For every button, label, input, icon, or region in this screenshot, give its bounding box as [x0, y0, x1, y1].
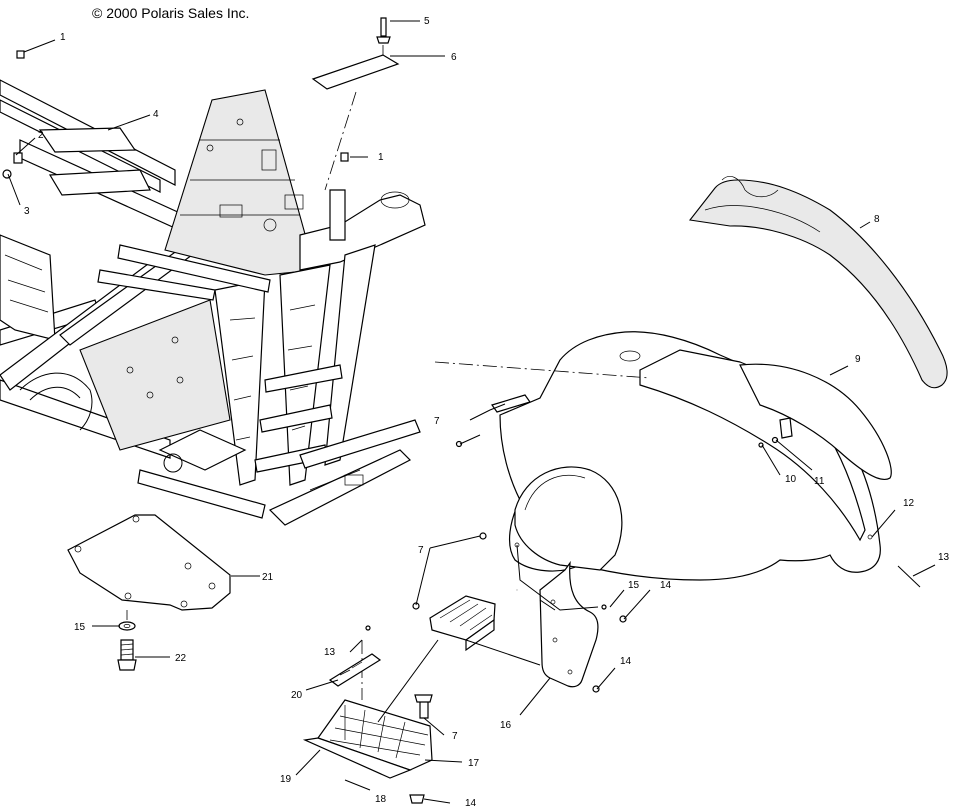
leader-lines: [7, 20, 936, 804]
callout-8: 8: [874, 214, 880, 225]
callout-19: 19: [280, 774, 292, 785]
callout-14-middle: 14: [620, 656, 632, 667]
part-8-cover: [688, 176, 948, 389]
callout-9: 9: [855, 354, 861, 365]
callout-14-lower: 14: [465, 798, 477, 808]
right-fasteners: [365, 436, 779, 693]
callout-10: 10: [785, 474, 797, 485]
callout-16: 16: [500, 720, 512, 731]
callout-1-top: 1: [60, 32, 66, 43]
callout-12: 12: [903, 498, 915, 509]
copyright-text: © 2000 Polaris Sales Inc.: [92, 5, 249, 21]
callout-14-upper: 14: [660, 580, 672, 591]
callout-2: 2: [38, 130, 44, 141]
callout-15-right: 15: [628, 580, 640, 591]
callout-21: 21: [262, 572, 274, 583]
part-17-footrest: [302, 640, 433, 804]
vehicle-frame: [0, 79, 426, 526]
callout-11: 11: [814, 476, 825, 487]
callout-4: 4: [153, 109, 159, 120]
callout-20: 20: [291, 690, 303, 701]
footrest-bracket-assembly: [429, 595, 496, 652]
part-9-fender: [434, 331, 892, 591]
callout-5: 5: [424, 16, 430, 27]
callout-6: 6: [451, 52, 457, 63]
callout-13-left: 13: [324, 647, 336, 658]
callout-7-lower: 7: [452, 731, 458, 742]
callout-labels: 1 2 3 4 5 6 1 7 8 9 10 11 12 13 7 15 14 …: [24, 16, 950, 808]
callout-17: 17: [468, 758, 480, 769]
callout-7-middle: 7: [418, 545, 424, 556]
part-16-mud-flap: [539, 560, 599, 688]
part-21-skid-plate: [67, 514, 231, 611]
callout-22: 22: [175, 653, 187, 664]
callout-1-mid: 1: [378, 152, 384, 163]
callout-15-left: 15: [74, 622, 86, 633]
part-6-plate: [311, 17, 400, 191]
callout-13-right: 13: [938, 552, 950, 563]
callout-3: 3: [24, 206, 30, 217]
callout-7-upper: 7: [434, 416, 440, 427]
part-15-22-hardware: [117, 610, 137, 671]
frame-fasteners: [2, 50, 349, 179]
part-20-bracket: [328, 653, 382, 687]
callout-18: 18: [375, 794, 387, 805]
